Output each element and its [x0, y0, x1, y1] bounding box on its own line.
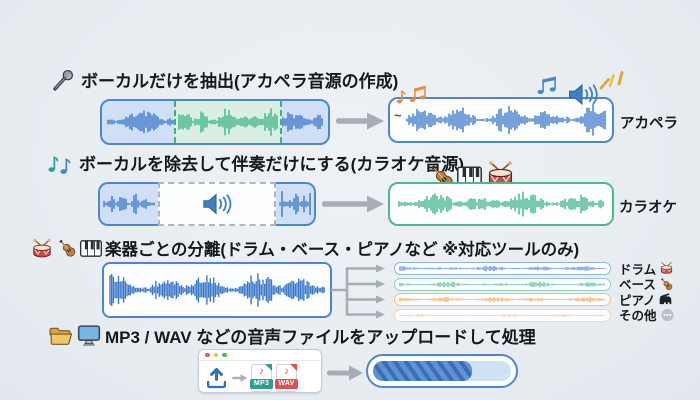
karaoke-output-panel: [388, 182, 614, 226]
section-upload-header: MP3 / WAV などの音声ファイルをアップロードして処理: [48, 323, 536, 348]
arrow-right-icon: [336, 112, 384, 130]
guitar-icon: [57, 238, 77, 258]
ellipsis-icon: [660, 308, 675, 322]
arrow-right-icon: [327, 365, 363, 381]
music-notes-icon: [534, 74, 564, 96]
section-acapella-title: ボーカルだけを抽出(アカペラ音源の作成): [81, 72, 399, 91]
section-karaoke-title: ボーカルを除去して伴奏だけにする(カラオケ音源): [79, 155, 464, 174]
music-notes-icon: [46, 151, 73, 175]
upload-progress-bar: [366, 354, 518, 388]
window-titlebar: [199, 350, 321, 361]
stem-strip-drums: [394, 262, 611, 275]
drums-waveform: [399, 264, 606, 273]
bass-waveform: [399, 280, 606, 289]
music-note-icon: ♪: [259, 366, 264, 377]
acapella-output-label: アカペラ: [620, 116, 678, 132]
microphone-icon: [52, 68, 75, 92]
arrow-right-icon: [322, 195, 384, 213]
other-waveform: [399, 311, 606, 320]
waveform-start-mark: ~: [394, 108, 402, 123]
upload-progress-fill: [373, 361, 473, 381]
stem-strip-piano: [394, 293, 611, 306]
window-close-button[interactable]: [205, 352, 210, 358]
karaoke-removed-vocal-region: [158, 182, 276, 226]
section-acapella-header: ボーカルだけを抽出(アカペラ音源の作成): [52, 67, 398, 92]
piano-keys-icon: [80, 239, 102, 257]
section-stems-title: 楽器ごとの分離(ドラム・ベース・ピアノなど ※対応ツールのみ): [105, 241, 580, 259]
input-waveform: [279, 188, 311, 220]
music-notes-icon: [394, 82, 434, 106]
stem-label-piano: ピアノ: [619, 292, 673, 308]
speaker-icon: [566, 82, 600, 107]
drum-icon: [30, 238, 54, 259]
music-note-icon: ♪: [284, 366, 289, 377]
acapella-output-panel: ~: [388, 97, 614, 143]
progress-track: [373, 361, 511, 381]
mp3-file-icon: ♪ MP3: [250, 364, 273, 392]
speaker-icon: [201, 191, 233, 217]
wav-file-icon: ♪ WAV: [275, 364, 298, 392]
input-waveform: [109, 267, 325, 313]
split-connector-icon: [331, 264, 385, 319]
karaoke-input-right-segment: [276, 182, 316, 226]
computer-icon: [77, 324, 101, 347]
stem-label-bass: ベース: [619, 277, 674, 292]
guitar-icon: [659, 277, 674, 291]
window-minimize-button[interactable]: [213, 352, 218, 358]
mp3-file-label: MP3: [250, 379, 273, 389]
piano-waveform: [399, 295, 606, 304]
folder-icon: [48, 325, 73, 346]
stem-strip-bass: [394, 277, 611, 291]
stem-label-drums: ドラム: [619, 261, 674, 277]
stem-label-other: その他: [619, 308, 675, 323]
section-stems-header: 楽器ごとの分離(ドラム・ベース・ピアノなど ※対応ツールのみ): [30, 236, 579, 260]
karaoke-input-left-segment: [98, 182, 158, 226]
vocal-waveform: [178, 104, 278, 140]
acapella-input-waveform-panel: [100, 99, 330, 145]
section-karaoke-header: ボーカルを除去して伴奏だけにする(カラオケ音源): [46, 150, 464, 175]
window-content: ♪ MP3 ♪ WAV: [199, 361, 321, 392]
drum-icon: [659, 261, 674, 275]
wav-file-label: WAV: [275, 379, 298, 389]
vocal-selection-region: [174, 101, 282, 143]
stem-strip-other: [394, 308, 611, 322]
burst-icon: [598, 64, 626, 92]
section-upload-title: MP3 / WAV などの音声ファイルをアップロードして処理: [105, 328, 536, 347]
window-zoom-button[interactable]: [222, 352, 227, 358]
upload-icon[interactable]: [205, 366, 228, 390]
karaoke-output-label: カラオケ: [619, 200, 677, 216]
input-waveform: [103, 188, 155, 220]
upload-window: ♪ MP3 ♪ WAV: [198, 349, 322, 393]
stems-input-waveform-panel: [102, 262, 332, 318]
acapella-waveform: [406, 102, 606, 138]
arrow-right-icon: [232, 374, 247, 382]
karaoke-waveform: [398, 187, 604, 221]
grand-piano-icon: [658, 292, 673, 306]
